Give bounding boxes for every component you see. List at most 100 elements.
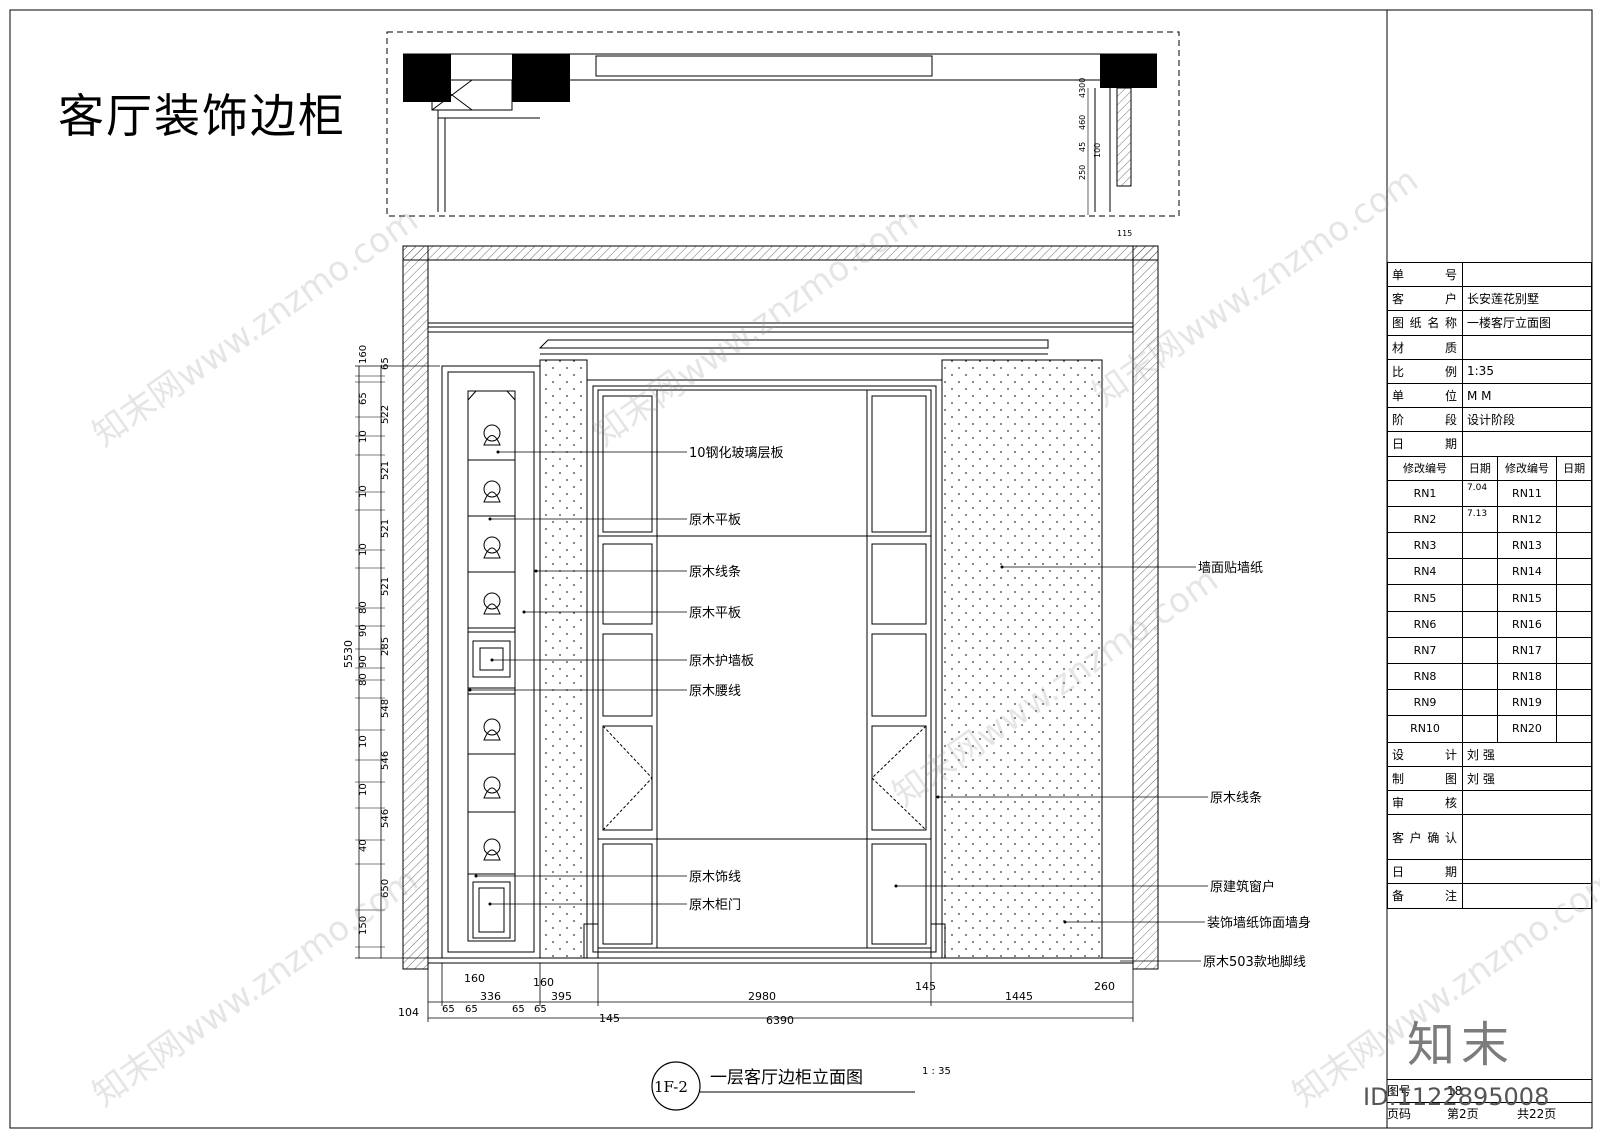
field-value: 1:35 [1462, 358, 1592, 384]
field-label: 阶段 [1387, 407, 1463, 433]
rev-code: RN19 [1496, 689, 1558, 717]
field-value: 一楼客厅立面图 [1462, 310, 1592, 336]
rev-code: RN13 [1496, 532, 1558, 560]
v-dim-11: 90 [358, 624, 369, 637]
caption-code: 1F-2 [654, 1078, 688, 1096]
rev-date [1462, 715, 1498, 743]
title-block-row: 修改编号日期修改编号日期 [1387, 455, 1592, 481]
v-dim-10: 80 [358, 601, 369, 614]
rev-date [1556, 715, 1592, 743]
title-block-row: 阶段设计阶段 [1387, 407, 1592, 433]
page-total: 共22页 [1517, 1107, 1557, 1121]
callout-wainscot: 原木护墙板 [689, 654, 754, 669]
rev-date [1556, 610, 1592, 638]
watermark-id: ID:1122895008 [1363, 1083, 1550, 1111]
wallpaper-right [941, 359, 1103, 959]
field-label: 材质 [1387, 334, 1463, 360]
callout-wood-strip: 原木线条 [689, 564, 741, 580]
field-label: 单位 [1387, 382, 1463, 409]
callout-dots [468, 450, 1067, 924]
rev-header: 日期 [1462, 455, 1498, 481]
v-dim-8: 10 [358, 543, 369, 556]
v-dim-22: 150 [358, 916, 369, 935]
title-block-row: 备注 [1387, 883, 1592, 909]
sign-label: 备注 [1387, 883, 1463, 909]
field-value: 设计阶段 [1462, 407, 1592, 433]
v-dim-7: 521 [380, 519, 391, 538]
rev-code: RN4 [1387, 558, 1463, 586]
field-value [1462, 261, 1592, 288]
caption-title: 一层客厅边柜立面图 [710, 1068, 863, 1088]
h-dim-65-d: 65 [534, 1004, 547, 1015]
drawing-no-label: 图号 [1387, 1084, 1412, 1098]
plan-dim-6: 115 [1117, 229, 1132, 238]
title-block-row: 材质 [1387, 334, 1592, 360]
plan-dim-2: 460 [1078, 115, 1087, 130]
plan-dim-4: 100 [1093, 143, 1102, 158]
h-dim-104: 104 [398, 1006, 419, 1019]
plan-dim-1: 4300 [1078, 78, 1087, 98]
rev-code: RN2 [1387, 505, 1463, 534]
callout-skirting: 原木503款地脚线 [1203, 954, 1306, 970]
v-dim-18: 10 [358, 783, 369, 796]
field-value: 长安莲花别墅 [1462, 286, 1592, 312]
field-label: 客户 [1387, 286, 1463, 312]
rev-date [1556, 662, 1592, 691]
field-value [1462, 334, 1592, 360]
field-label: 图纸名称 [1387, 310, 1463, 336]
v-dim-1: 65 [380, 357, 391, 370]
sign-label: 审核 [1387, 789, 1463, 816]
callout-trim: 原木饰线 [689, 870, 741, 885]
rev-header: 修改编号 [1496, 455, 1558, 481]
sign-label: 客户确认 [1387, 814, 1463, 861]
callout-glass-shelf: 10钢化玻璃层板 [689, 446, 784, 461]
page-label: 页码 [1387, 1107, 1412, 1121]
field-label: 单号 [1387, 261, 1463, 288]
title-block-row: 设计刘 强 [1387, 741, 1592, 767]
sign-label: 设计 [1387, 741, 1463, 767]
sign-value [1462, 883, 1592, 909]
h-dim-65-c: 65 [512, 1004, 525, 1015]
rev-date [1556, 505, 1592, 534]
wallpaper-left [539, 359, 588, 959]
rev-date [1462, 662, 1498, 691]
drawing-no: 18 [1447, 1084, 1463, 1098]
sign-value: 刘 强 [1462, 741, 1592, 767]
sign-label: 日期 [1387, 859, 1463, 885]
title-block-row: 客户长安莲花别墅 [1387, 286, 1592, 312]
rev-date [1462, 689, 1498, 717]
rev-code: RN5 [1387, 584, 1463, 612]
v-dim-13: 90 [358, 655, 369, 668]
rev-date [1556, 479, 1592, 507]
v-dim-12: 285 [380, 637, 391, 656]
v-dim-2: 65 [358, 392, 369, 405]
title-block-row: 日期 [1387, 431, 1592, 457]
callout-wallpaper: 墙面贴墙纸 [1198, 561, 1263, 576]
sign-label: 制图 [1387, 765, 1463, 791]
h-dim-65-a: 65 [442, 1004, 455, 1015]
field-label: 比例 [1387, 358, 1463, 384]
plan-dim-5: 250 [1078, 165, 1087, 180]
v-dim-14: 80 [358, 673, 369, 686]
rev-code: RN7 [1387, 636, 1463, 665]
rev-code: RN12 [1496, 505, 1558, 534]
rev-code: RN9 [1387, 689, 1463, 717]
rev-date [1556, 584, 1592, 612]
title-block-row: 制图刘 强 [1387, 765, 1592, 791]
h-dim-336: 336 [480, 990, 501, 1003]
callout-wall-finish: 装饰墙纸饰面墙身 [1207, 915, 1311, 931]
rev-date [1556, 689, 1592, 717]
title-block-row: 单号 [1387, 261, 1592, 288]
h-dim-65-b: 65 [465, 1004, 478, 1015]
v-dim-16: 10 [358, 735, 369, 748]
h-dim-1445: 1445 [1005, 990, 1033, 1003]
h-dim-145-b: 145 [599, 1012, 620, 1025]
